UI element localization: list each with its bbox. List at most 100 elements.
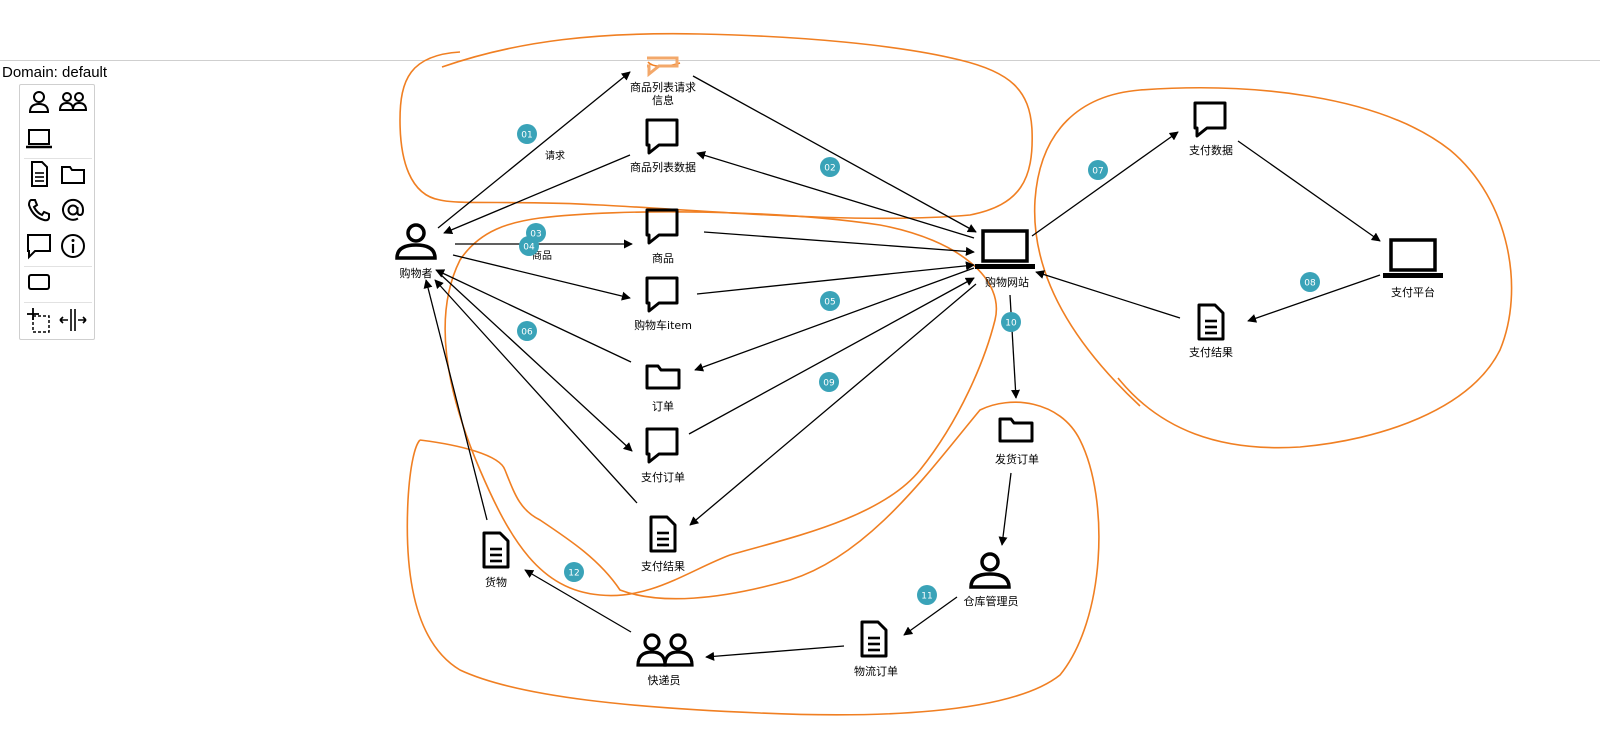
node-shopper[interactable] (395, 223, 437, 260)
step-badge-circle (517, 321, 537, 341)
node-pay-result-left[interactable] (649, 515, 677, 553)
step-badge: 04 (519, 236, 539, 256)
step-badge-circle (564, 562, 584, 582)
node-cargo[interactable] (482, 531, 510, 569)
node-logistics[interactable] (860, 620, 888, 658)
step-badge-number: 10 (1005, 319, 1017, 329)
step-badge-circle (820, 157, 840, 177)
step-badge-number: 07 (1092, 167, 1103, 177)
edge-label-request: 请求 (545, 149, 565, 162)
document-icon (1197, 303, 1225, 341)
arrow-pay-result-left-to-shopper (434, 279, 638, 504)
laptop-icon (1381, 238, 1445, 280)
document-icon (482, 531, 510, 569)
node-label: 订单 (652, 400, 674, 413)
palette-separator (24, 302, 92, 303)
step-badge: 10 (1001, 312, 1021, 332)
step-badge-circle (1088, 160, 1108, 180)
document-tool-icon[interactable] (24, 159, 54, 189)
speech-bubble-icon (645, 427, 679, 464)
node-order[interactable] (645, 364, 681, 390)
step-badge-circle (820, 291, 840, 311)
arrow-order-to-shopper (435, 269, 632, 363)
arrow-warehouse-to-logistics (903, 596, 958, 636)
node-label: 购物者 (400, 266, 433, 280)
node-request-info[interactable] (647, 56, 679, 78)
step-badge: 08 (1300, 272, 1320, 292)
speech-bubble-icon (645, 276, 679, 313)
arrow-logistics-to-courier (705, 645, 845, 661)
node-label: 快递员 (648, 673, 681, 687)
node-label: 货物 (485, 575, 507, 589)
arrow-shopper-to-pay-order (439, 273, 633, 452)
arrow-list-data-to-shopper (443, 154, 631, 235)
node-label: 支付结果 (1189, 346, 1233, 359)
node-label: 购物车item (634, 318, 692, 332)
info-tool-icon[interactable] (58, 231, 88, 261)
folder-icon (998, 417, 1034, 443)
split-tool-icon[interactable] (58, 305, 88, 335)
node-label: 商品 (652, 251, 674, 265)
speech-bubble-icon (645, 118, 679, 155)
person-icon (395, 223, 437, 260)
arrow-shopper-to-request-info (437, 71, 631, 229)
node-label: 支付结果 (641, 560, 685, 573)
step-badge: 06 (517, 321, 537, 341)
step-badge-number: 04 (523, 243, 535, 253)
arrow-website-to-list-data (696, 151, 975, 239)
selection-tool-icon[interactable] (24, 305, 54, 335)
laptop-tool-icon[interactable] (24, 123, 54, 153)
node-list-data[interactable] (645, 118, 679, 155)
node-label: 支付数据 (1189, 143, 1233, 157)
at-sign-tool-icon[interactable] (58, 195, 88, 225)
arrow-ship-order-to-warehouse (998, 472, 1012, 546)
edge-labels: 请求 商品 (532, 149, 565, 262)
node-pay-platform[interactable] (1381, 238, 1445, 280)
document-icon (860, 620, 888, 658)
phone-tool-icon[interactable] (24, 195, 54, 225)
folder-tool-icon[interactable] (58, 159, 88, 189)
node-labels: 购物者 商品列表请求信息 商品列表数据 商品 购物车item 订单 支付订单 支… (400, 80, 1436, 687)
arrow-pay-platform-to-pay-result-right (1247, 274, 1381, 323)
node-label-line: 信息 (652, 93, 674, 107)
tool-palette (19, 84, 95, 340)
step-badge: 01 (517, 124, 537, 144)
step-badge: 02 (820, 157, 840, 177)
step-badge-circle (1001, 312, 1021, 332)
person-tool-icon[interactable] (24, 87, 54, 117)
connectors (423, 71, 1381, 661)
node-pay-order[interactable] (645, 427, 679, 464)
node-pay-result-right[interactable] (1197, 303, 1225, 341)
speech-bubble-tool-icon[interactable] (24, 231, 54, 261)
arrow-website-to-ship-order (1009, 294, 1021, 399)
step-badge-number: 12 (568, 569, 579, 579)
step-badge-number: 08 (1304, 279, 1316, 289)
node-label: 仓库管理员 (964, 594, 1019, 608)
annotation-strokes (399, 32, 1513, 716)
group-tool-icon[interactable] (58, 87, 88, 117)
node-pay-data[interactable] (1193, 101, 1227, 138)
step-badge-circle (819, 372, 839, 392)
node-warehouse[interactable] (969, 552, 1011, 589)
node-goods-message[interactable] (645, 208, 679, 245)
node-label: 购物网站 (985, 275, 1029, 289)
rectangle-tool-icon[interactable] (24, 267, 54, 297)
arrow-website-to-pay-result-left (689, 283, 977, 526)
step-badge: 07 (1088, 160, 1108, 180)
folder-icon (645, 364, 681, 390)
node-cart-item[interactable] (645, 276, 679, 313)
step-badge-number: 02 (824, 164, 835, 174)
arrow-cargo-to-shopper (423, 279, 488, 521)
step-badge: 11 (917, 585, 937, 605)
annotation-loop-right (1033, 87, 1513, 449)
node-courier[interactable] (636, 633, 694, 667)
arrow-website-to-order (694, 267, 975, 372)
step-badge-number: 01 (521, 131, 532, 141)
node-website[interactable] (973, 229, 1037, 271)
annotation-loop-middle (444, 211, 998, 597)
node-ship-order[interactable] (998, 417, 1034, 443)
node-label-line: 商品列表请求 (630, 80, 696, 94)
node-label: 商品列表请求信息 (630, 80, 696, 107)
domain-label: Domain: default (2, 64, 108, 81)
